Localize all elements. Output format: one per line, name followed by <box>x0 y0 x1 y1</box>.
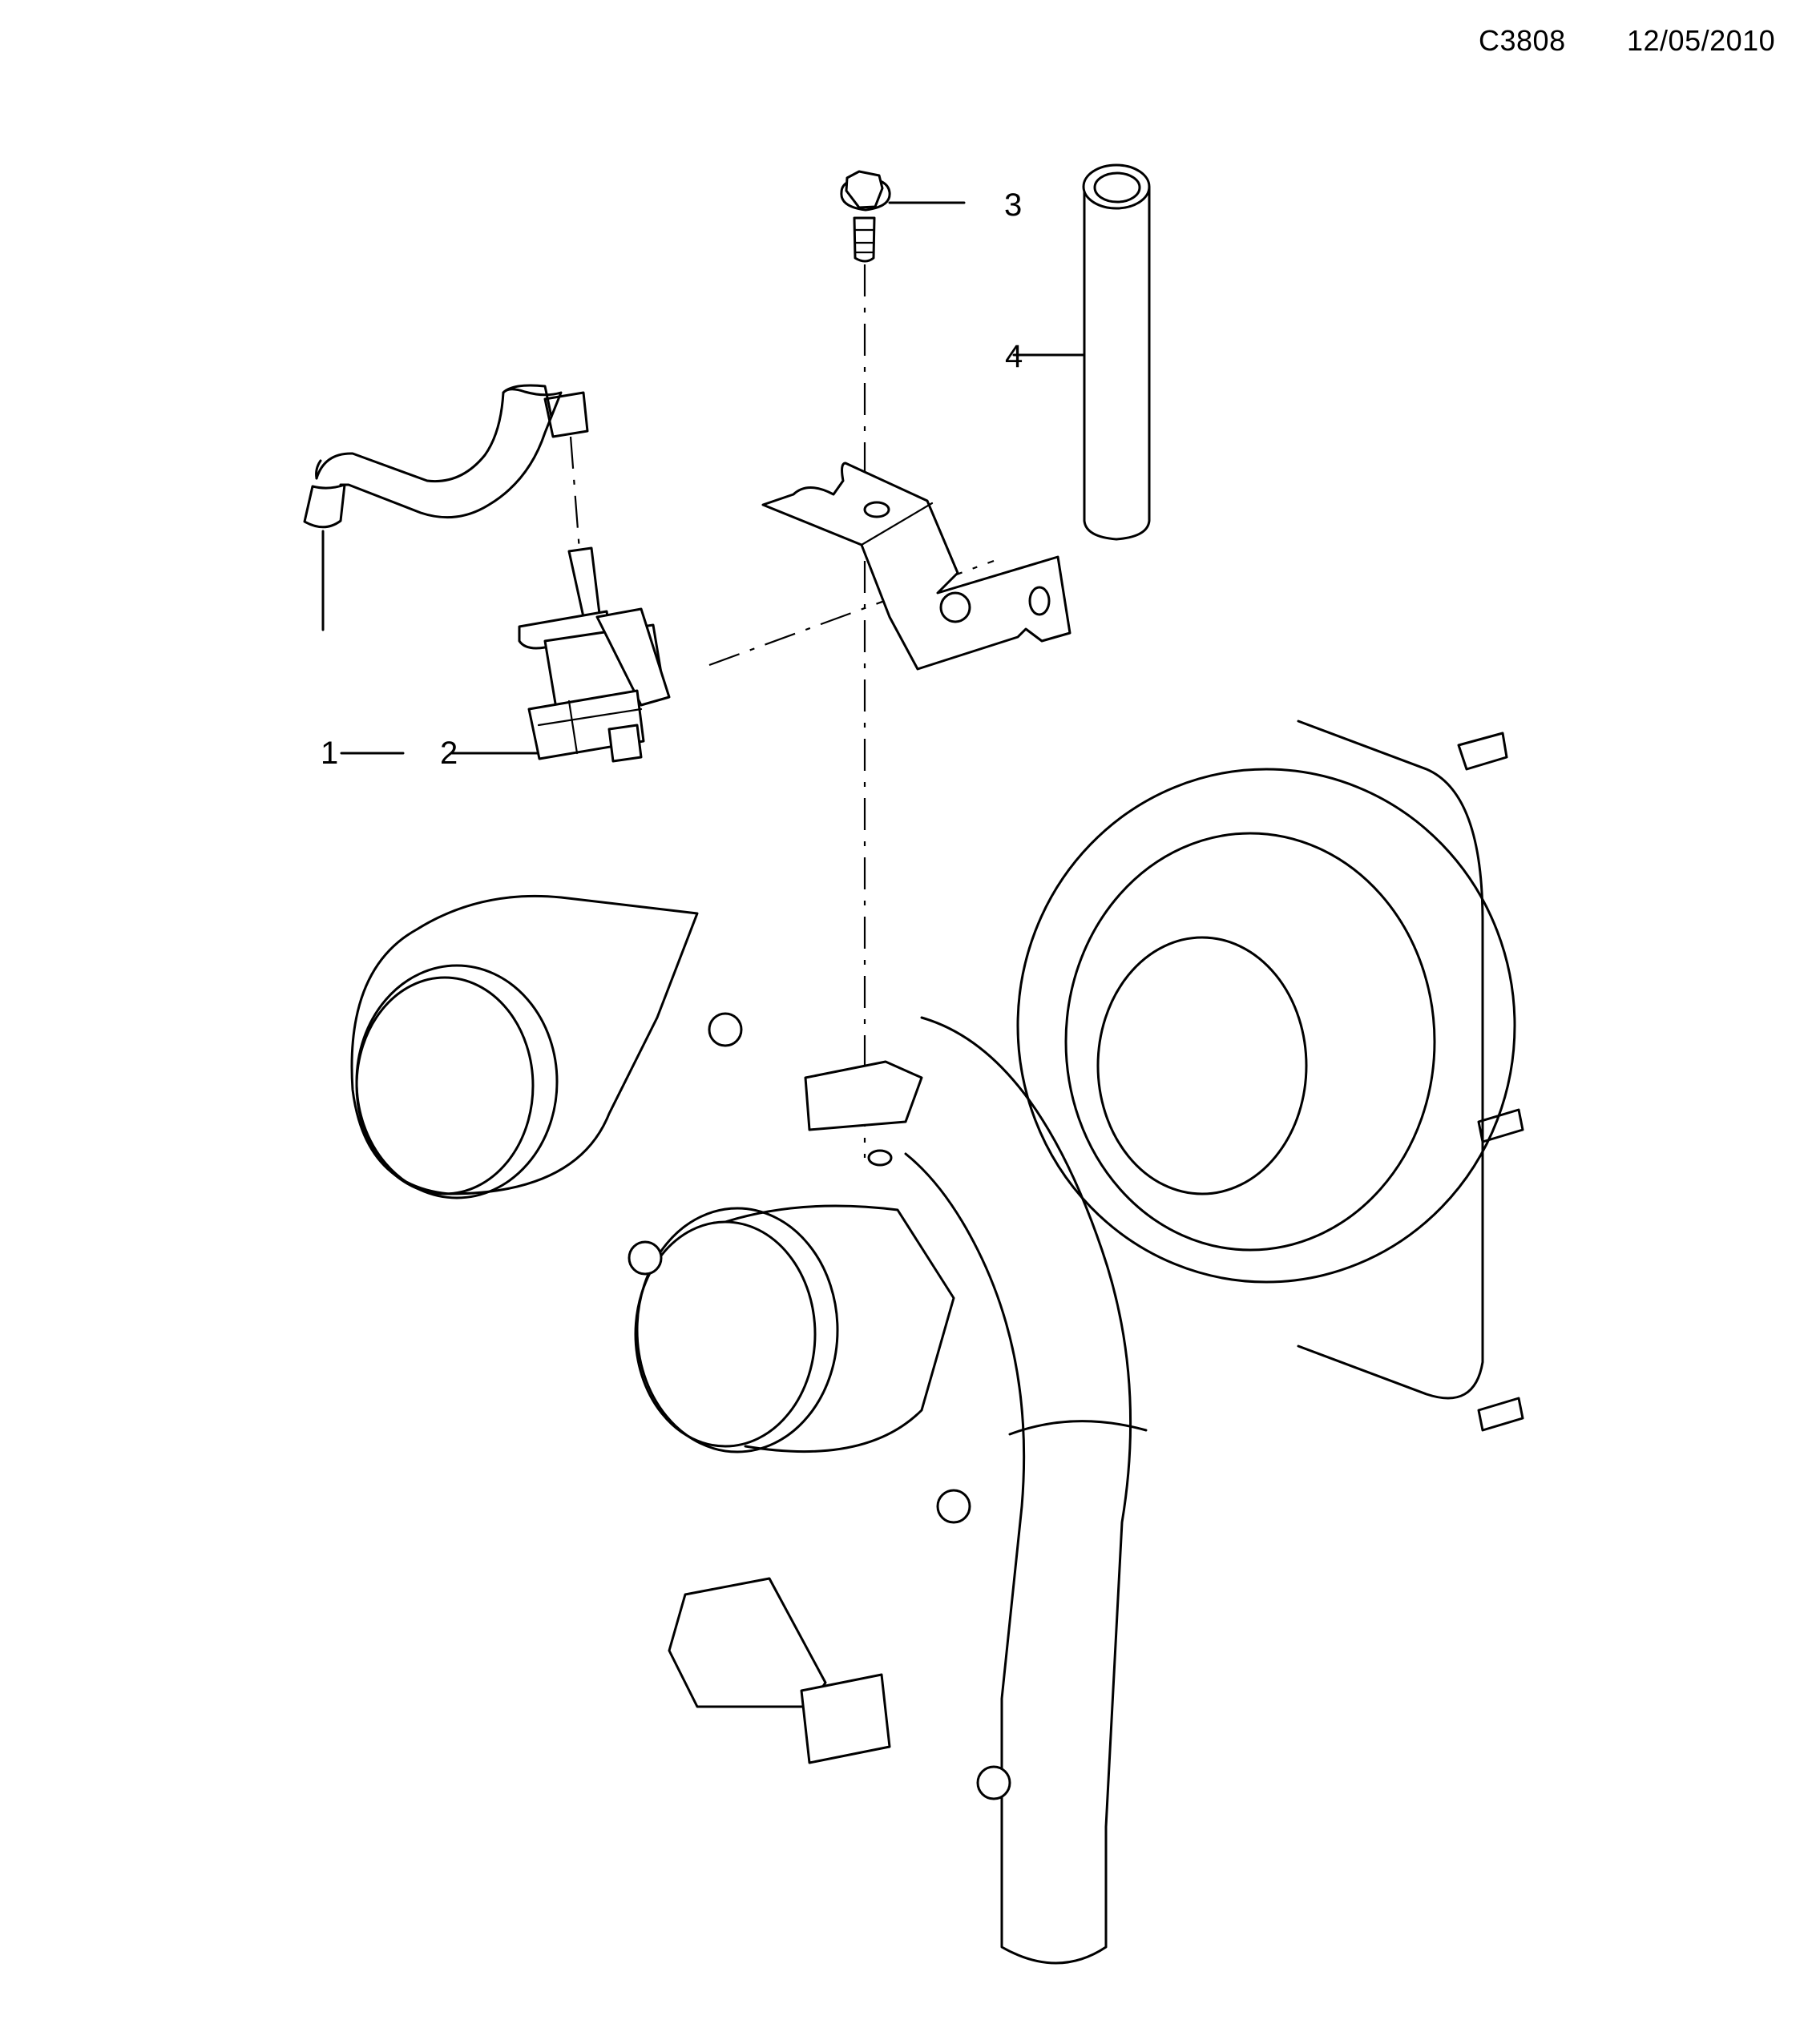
callout-2: 2 <box>440 736 458 771</box>
solenoid-valve-icon <box>518 546 671 763</box>
mounting-bracket-icon <box>761 462 1072 671</box>
diagram-code: C3808 <box>1479 24 1566 57</box>
hose-tube-icon <box>1082 163 1151 541</box>
diagram-date: 12/05/2010 <box>1627 24 1776 57</box>
callout-1: 1 <box>321 736 339 771</box>
hose-alignment-line <box>569 436 581 551</box>
callout-4: 4 <box>1005 339 1023 374</box>
turbocharger-icon <box>350 720 1524 1965</box>
leader-lines <box>321 201 1085 755</box>
vacuum-hose-icon <box>303 384 589 529</box>
bolt-icon <box>840 170 891 263</box>
callout-3: 3 <box>1004 187 1023 223</box>
